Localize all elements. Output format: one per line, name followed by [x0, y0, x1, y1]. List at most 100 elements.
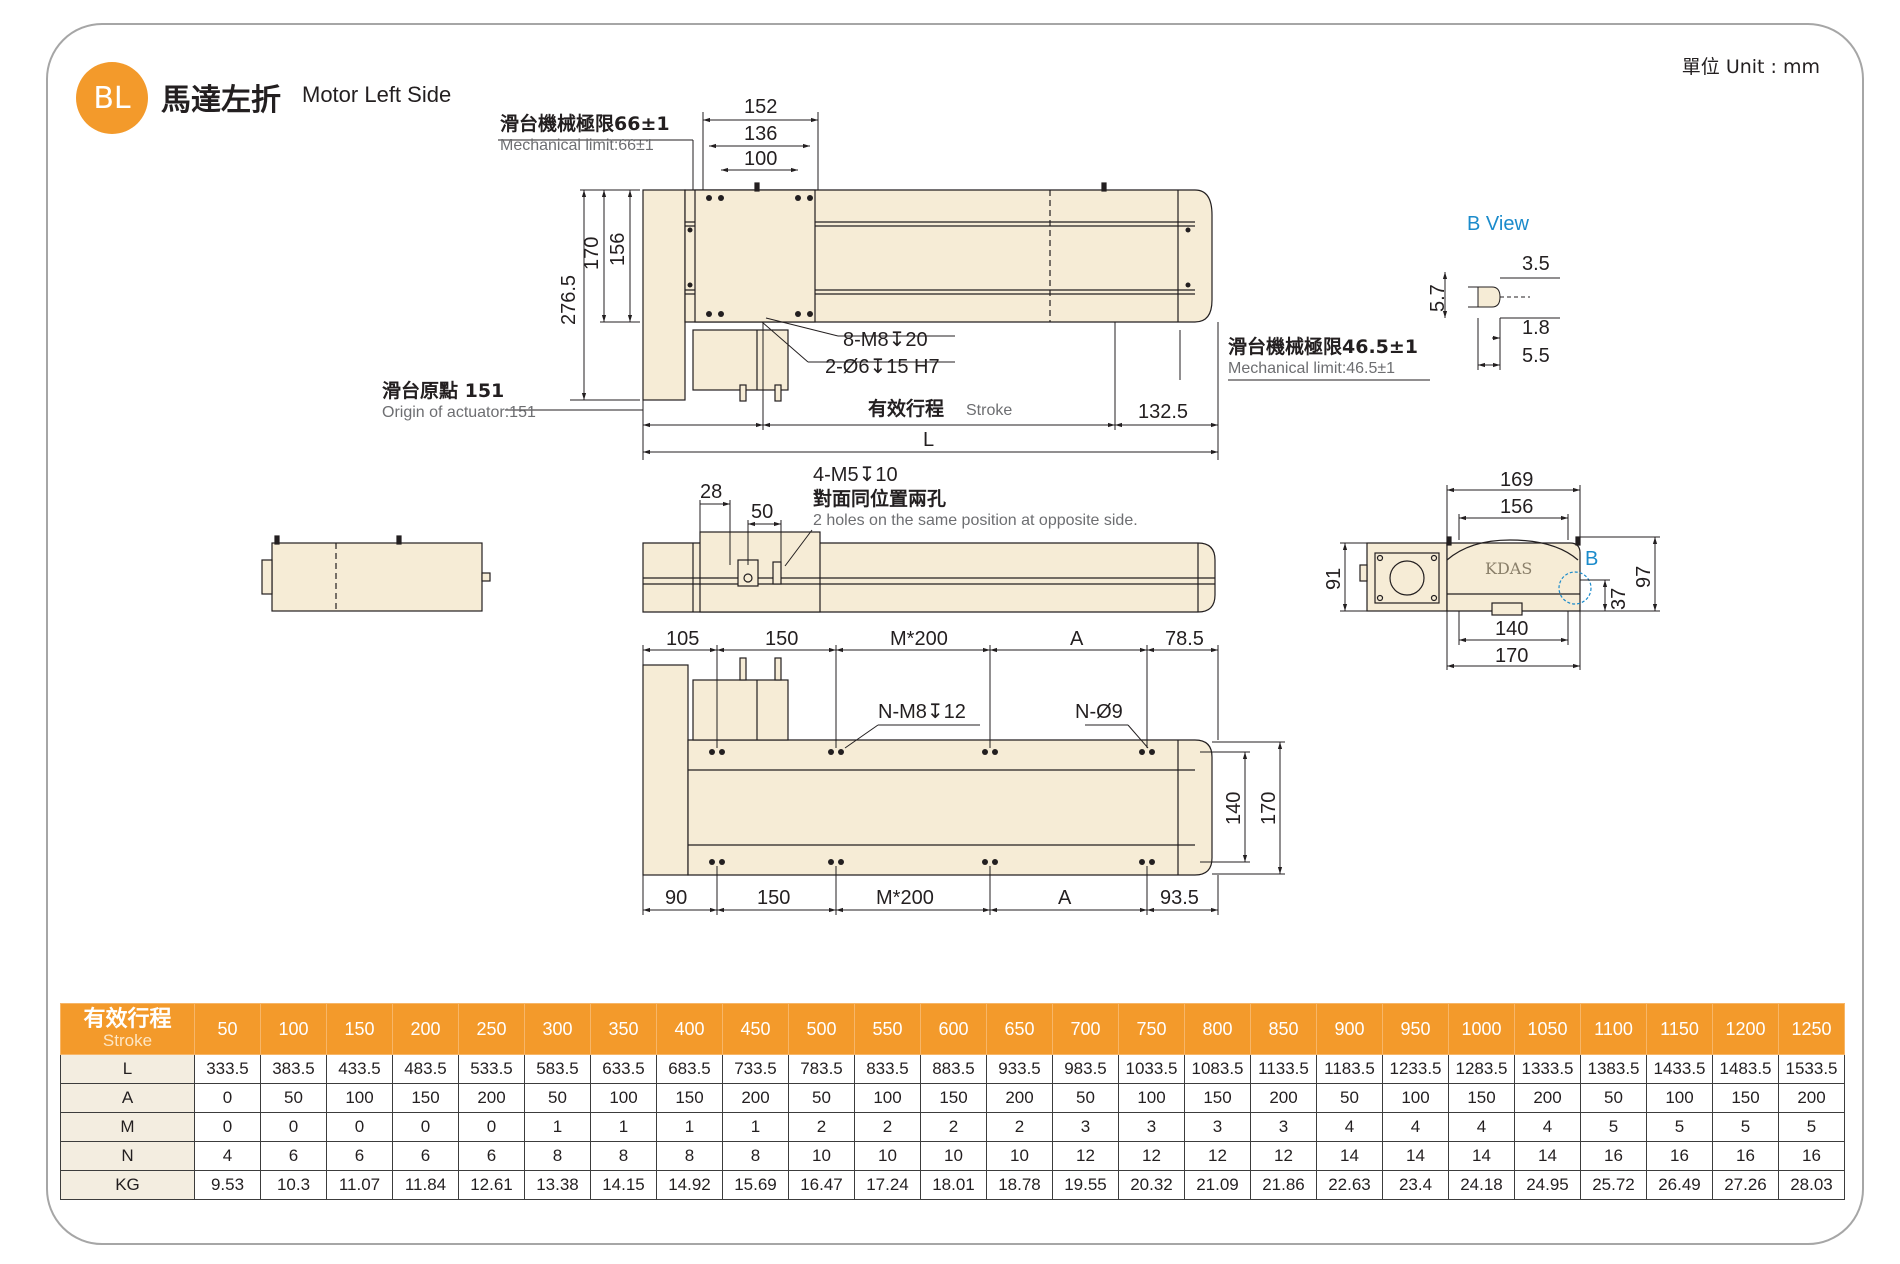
dim-A-top: A [1070, 628, 1084, 650]
mech-limit-left-en: Mechanical limit:66±1 [500, 137, 654, 154]
table-cell: 10 [920, 1141, 987, 1171]
stroke-value-cell: 1100 [1580, 1003, 1647, 1055]
row-label-cell: M [60, 1112, 195, 1142]
stroke-value-cell: 1200 [1712, 1003, 1779, 1055]
table-cell: 1333.5 [1514, 1054, 1581, 1084]
stroke-en: Stroke [966, 402, 1012, 419]
table-cell: 2 [788, 1112, 855, 1142]
table-cell: 1433.5 [1646, 1054, 1713, 1084]
table-cell: 12.61 [458, 1170, 525, 1200]
table-cell: 8 [656, 1141, 723, 1171]
label-b: B [1585, 548, 1598, 570]
mech-limit-right-cn: 滑台機械極限46.5±1 [1228, 335, 1418, 358]
table-cell: 683.5 [656, 1054, 723, 1084]
stroke-value-cell: 1250 [1778, 1003, 1845, 1055]
table-cell: 18.01 [920, 1170, 987, 1200]
logo-text: KDAS [1485, 559, 1532, 578]
table-cell: 3 [1118, 1112, 1185, 1142]
bottom-view-holes [709, 749, 1155, 865]
table-cell: 100 [1382, 1083, 1449, 1113]
table-cell: 150 [1184, 1083, 1251, 1113]
stroke-value-cell: 500 [788, 1003, 855, 1055]
table-cell: 14 [1448, 1141, 1515, 1171]
table-cell: 333.5 [194, 1054, 261, 1084]
dim-A-bottom: A [1058, 887, 1072, 909]
dim-150-bottom: 150 [757, 887, 790, 909]
table-cell: 24.18 [1448, 1170, 1515, 1200]
table-cell: 150 [392, 1083, 459, 1113]
table-cell: 12 [1052, 1141, 1119, 1171]
table-cell: 26.49 [1646, 1170, 1713, 1200]
table-cell: 933.5 [986, 1054, 1053, 1084]
dim-156-end: 156 [1500, 496, 1533, 518]
b-view [1442, 272, 1560, 370]
table-cell: 100 [854, 1083, 921, 1113]
dim-140-bottom: 140 [1223, 792, 1245, 825]
table-cell: 5 [1712, 1112, 1779, 1142]
table-cell: 2 [854, 1112, 921, 1142]
table-cell: 150 [1712, 1083, 1779, 1113]
top-view-dimensions [498, 112, 1430, 460]
table-cell: 23.4 [1382, 1170, 1449, 1200]
stroke-value-cell: 950 [1382, 1003, 1449, 1055]
table-cell: 383.5 [260, 1054, 327, 1084]
dim-140-end: 140 [1495, 618, 1528, 640]
dim-169: 169 [1500, 469, 1533, 491]
stroke-value-cell: 850 [1250, 1003, 1317, 1055]
callout-m5: 4-M5↧10 [813, 464, 898, 486]
table-cell: 11.84 [392, 1170, 459, 1200]
table-cell: 16 [1712, 1141, 1779, 1171]
table-cell: 1283.5 [1448, 1054, 1515, 1084]
table-cell: 4 [1316, 1112, 1383, 1142]
table-cell: 10 [788, 1141, 855, 1171]
table-cell: 0 [194, 1112, 261, 1142]
table-cell: 833.5 [854, 1054, 921, 1084]
table-cell: 10 [854, 1141, 921, 1171]
table-cell: 14 [1514, 1141, 1581, 1171]
table-cell: 4 [1382, 1112, 1449, 1142]
table-cell: 50 [1052, 1083, 1119, 1113]
table-cell: 533.5 [458, 1054, 525, 1084]
table-cell: 50 [788, 1083, 855, 1113]
table-cell: 0 [326, 1112, 393, 1142]
table-cell: 0 [194, 1083, 261, 1113]
table-cell: 6 [326, 1141, 393, 1171]
table-cell: 12 [1184, 1141, 1251, 1171]
stroke-value-cell: 600 [920, 1003, 987, 1055]
table-cell: 14.15 [590, 1170, 657, 1200]
table-cell: 3 [1250, 1112, 1317, 1142]
table-cell: 12 [1250, 1141, 1317, 1171]
row-label-cell: N [60, 1141, 195, 1171]
dim-276-5: 276.5 [558, 275, 580, 325]
dim-50-side: 50 [751, 501, 773, 523]
dim-170-end: 170 [1495, 645, 1528, 667]
dim-132-5: 132.5 [1138, 401, 1188, 423]
table-cell: 50 [1580, 1083, 1647, 1113]
stroke-header-en: Stroke [102, 1031, 153, 1050]
table-cell: 433.5 [326, 1054, 393, 1084]
dim-m200-bottom: M*200 [876, 887, 934, 909]
table-cell: 14 [1316, 1141, 1383, 1171]
stroke-value-cell: 1000 [1448, 1003, 1515, 1055]
table-cell: 1 [656, 1112, 723, 1142]
table-cell: 14.92 [656, 1170, 723, 1200]
table-cell: 19.55 [1052, 1170, 1119, 1200]
row-label-cell: A [60, 1083, 195, 1113]
table-cell: 200 [1514, 1083, 1581, 1113]
mech-limit-right-en: Mechanical limit:46.5±1 [1228, 360, 1395, 377]
table-cell: 1 [590, 1112, 657, 1142]
dim-90: 90 [665, 887, 687, 909]
stroke-value-cell: 200 [392, 1003, 459, 1055]
table-cell: 2 [920, 1112, 987, 1142]
table-cell: 16 [1580, 1141, 1647, 1171]
left-end-view [261, 535, 491, 612]
table-cell: 150 [1448, 1083, 1515, 1113]
stroke-value-cell: 150 [326, 1003, 393, 1055]
table-cell: 0 [458, 1112, 525, 1142]
bottom-view-dimensions [642, 645, 1285, 915]
table-cell: 1 [524, 1112, 591, 1142]
